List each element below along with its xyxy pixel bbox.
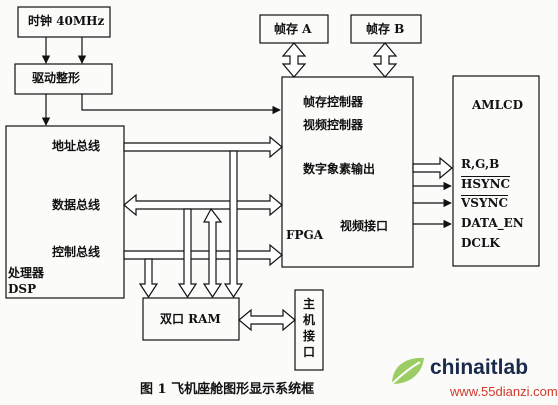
data-bus-arrow [123, 193, 283, 217]
watermark-logo: chinaitlab www.55dianzi.com [386, 352, 558, 404]
amlcd-data-en: DATA_EN [461, 216, 524, 230]
amlcd-hsync: HSYNC [461, 177, 511, 191]
ram-drop-from-address [223, 150, 244, 299]
ram-host-arrow [238, 308, 296, 332]
control-bus-label: 控制总线 [52, 245, 101, 259]
dsp-title-label: 处理器 [8, 266, 45, 280]
frame-b-box [350, 14, 422, 44]
watermark-brand: chinaitlab [430, 356, 529, 379]
amlcd-box [452, 75, 540, 267]
frame-a-connector [281, 42, 307, 78]
clock-box [17, 6, 111, 38]
host-interface-label: 主机接口 [302, 297, 315, 359]
amlcd-dclk: DCLK [461, 236, 500, 250]
address-bus-label: 地址总线 [52, 139, 101, 153]
clock-label: 时钟 40MHz [28, 14, 105, 28]
address-bus-arrow [123, 135, 283, 159]
pixel-output-arrow [412, 156, 453, 180]
fpga-line2-label: 视频控制器 [303, 118, 364, 132]
frame-b-label: 帧存 B [366, 22, 405, 36]
driver-label: 驱动整形 [32, 71, 81, 85]
dual-ram-box [142, 297, 240, 341]
fpga-label: FPGA [286, 228, 324, 242]
watermark-url: www.55dianzi.com [450, 384, 558, 399]
leaf-icon [391, 357, 424, 385]
ram-drop-from-control [138, 258, 159, 299]
amlcd-vsync: VSYNC [461, 196, 509, 210]
dsp-name-label: DSP [8, 282, 37, 296]
driver-box [14, 63, 113, 95]
frame-b-connector [372, 42, 398, 78]
dual-ram-label: 双口 RAM [160, 312, 221, 326]
data-bus-label: 数据总线 [52, 198, 101, 212]
frame-a-label: 帧存 A [274, 22, 312, 36]
figure-caption: 图 1 飞机座舱图形显示系统框 [140, 382, 315, 397]
video-interface-label: 视频接口 [340, 219, 389, 233]
pixel-output-label: 数字象素输出 [303, 162, 376, 176]
host-box [294, 289, 324, 371]
fpga-line1-label: 帧存控制器 [303, 95, 364, 109]
amlcd-rgb: R,G,B [461, 157, 500, 171]
driver-to-fpga-line [81, 94, 281, 115]
ram-drop-from-data-1 [177, 208, 198, 299]
amlcd-title: AMLCD [472, 98, 523, 112]
ram-drop-from-data-2 [202, 207, 223, 299]
dsp-box [5, 125, 125, 299]
